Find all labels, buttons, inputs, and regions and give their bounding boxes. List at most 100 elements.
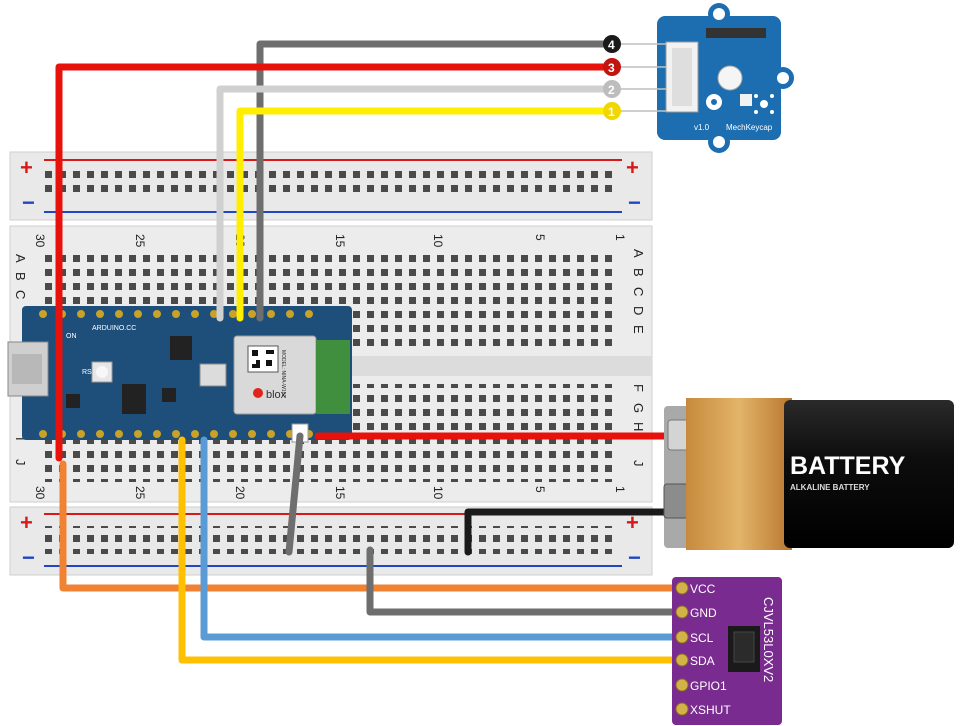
chip-small-4 xyxy=(162,388,176,402)
battery-9v: BATTERY ALKALINE BATTERY xyxy=(663,398,954,550)
ublox-brand: blox xyxy=(266,389,287,401)
col-num-25-bottom: 25 xyxy=(133,486,147,500)
pin-badge-4 xyxy=(603,35,621,53)
pin-badge-4-label: 4 xyxy=(608,38,615,52)
top-rail-holes xyxy=(44,170,618,198)
sensor-label-sda: SDA xyxy=(690,654,715,668)
wire-gray-pin4 xyxy=(256,40,616,322)
sensor-label-xshut: XSHUT xyxy=(690,703,731,717)
sensor-pins xyxy=(675,581,689,716)
usb-connector-inner xyxy=(12,354,42,384)
row-letter-a-right: A xyxy=(631,249,646,258)
pin-badge-2-label: 2 xyxy=(608,83,615,97)
wire-black-battery xyxy=(464,508,672,556)
grove-mount-hole-top-inner xyxy=(713,8,725,20)
grove-mount-hole-bottom-inner xyxy=(713,136,725,148)
grove-pin-row xyxy=(706,28,766,38)
regulator xyxy=(199,363,227,387)
col-num-15-bottom: 15 xyxy=(333,486,347,500)
col-num-30: 30 xyxy=(33,234,47,248)
wire-gray-link xyxy=(285,432,304,556)
rail-plus-bottom-right: + xyxy=(626,510,639,535)
board-brand-label: ARDUINO.CC xyxy=(92,325,136,332)
wire-blue-scl xyxy=(200,436,684,641)
arduino-board: ARDUINO.CC ON RST MODEL: NINA-W102 blox xyxy=(7,306,352,443)
vl53l0x-sensor: CJVL53L0XV2 VCC GND SCL SDA GPIO1 XSHUT xyxy=(672,577,782,725)
sensor-pin-gnd xyxy=(675,605,689,619)
col-num-1: 1 xyxy=(613,234,627,241)
wire-gold-sda xyxy=(178,436,684,664)
col-num-15: 15 xyxy=(333,234,347,248)
col-num-1-bottom: 1 xyxy=(613,486,627,493)
row-letters: A B C I J A B C D E F G H J xyxy=(13,249,646,467)
grove-mount-hole-right-inner xyxy=(777,72,789,84)
sensor-label-gnd: GND xyxy=(690,606,717,620)
row-letter-j-left: J xyxy=(13,459,28,466)
sensor-label-vcc: VCC xyxy=(690,582,716,596)
sensor-pin-sda xyxy=(675,653,689,667)
sensor-label-scl: SCL xyxy=(690,631,714,645)
row-letter-h-right: H xyxy=(631,422,646,431)
row-letter-j-right: J xyxy=(631,460,646,467)
battery-gold-band xyxy=(686,398,792,550)
grove-pin-badges: 4 3 2 1 xyxy=(603,35,666,120)
col-num-10-bottom: 10 xyxy=(431,486,445,500)
chip-small-3 xyxy=(66,394,80,408)
battery-label: BATTERY xyxy=(790,452,906,480)
row-letter-e-right: E xyxy=(631,325,646,334)
col-num-25: 25 xyxy=(133,234,147,248)
rst-label: RST xyxy=(82,369,97,376)
rail-minus-bottom-left: − xyxy=(22,545,35,570)
keycap-name: MechKeycap xyxy=(726,123,773,132)
pin-badge-2 xyxy=(603,80,621,98)
battery-black-body xyxy=(784,400,954,548)
wifi-module-qr xyxy=(247,345,279,373)
chip-small-2 xyxy=(122,384,146,414)
sensor-pin-gpio1 xyxy=(675,678,689,692)
row-letter-c-left: C xyxy=(13,290,28,299)
sensor-pin-labels: VCC GND SCL SDA GPIO1 XSHUT xyxy=(690,582,731,717)
on-label: ON xyxy=(66,333,77,340)
row-letter-f-right: F xyxy=(631,384,646,392)
rail-minus-top-right: − xyxy=(628,190,641,215)
sensor-pin-xshut xyxy=(675,702,689,716)
wire-orange-vcc xyxy=(59,460,684,592)
reset-button-cap xyxy=(96,366,108,378)
rail-plus-top-right: + xyxy=(626,155,639,180)
wifi-module-antenna xyxy=(316,340,350,414)
grove-connector-inner xyxy=(672,48,692,106)
wire-yellow-pin1 xyxy=(236,107,616,322)
col-num-5-bottom: 5 xyxy=(533,486,547,493)
rail-minus-bottom-right: − xyxy=(628,545,641,570)
keycap-version: v1.0 xyxy=(694,123,710,132)
grove-logo-icon xyxy=(754,94,774,114)
row-letter-i-left: I xyxy=(13,437,28,441)
sensor-label-gpio1: GPIO1 xyxy=(690,679,727,693)
row-letter-g-right: G xyxy=(631,403,646,413)
row-letter-a-left: A xyxy=(13,254,28,263)
sensor-pin-scl xyxy=(675,630,689,644)
wifi-module-qr-pattern xyxy=(252,350,274,368)
wire-lightgray-pin2 xyxy=(216,85,616,322)
col-num-20-bottom: 20 xyxy=(233,486,247,500)
keycap-chip xyxy=(740,94,752,106)
col-num-5: 5 xyxy=(533,234,547,241)
col-num-10: 10 xyxy=(431,234,445,248)
sensor-pin-vcc xyxy=(675,581,689,595)
row-letter-b-right: B xyxy=(631,268,646,277)
sensor-board xyxy=(672,577,782,725)
rail-plus-top-left: + xyxy=(20,155,33,180)
ublox-logo xyxy=(253,388,263,398)
row-letter-b-left: B xyxy=(13,272,28,281)
rail-plus-bottom-left: + xyxy=(20,510,33,535)
wifi-module-model: MODEL: NINA-W102 xyxy=(280,350,286,397)
pin-badge-1 xyxy=(603,102,621,120)
sensor-chip-window xyxy=(733,631,755,663)
header-pins-top xyxy=(39,310,313,318)
pin-badge-3 xyxy=(603,58,621,76)
col-num-30-bottom: 30 xyxy=(33,486,47,500)
header-pins-bottom xyxy=(39,430,313,438)
wires xyxy=(55,40,684,664)
row-letter-c-right: C xyxy=(631,287,646,296)
